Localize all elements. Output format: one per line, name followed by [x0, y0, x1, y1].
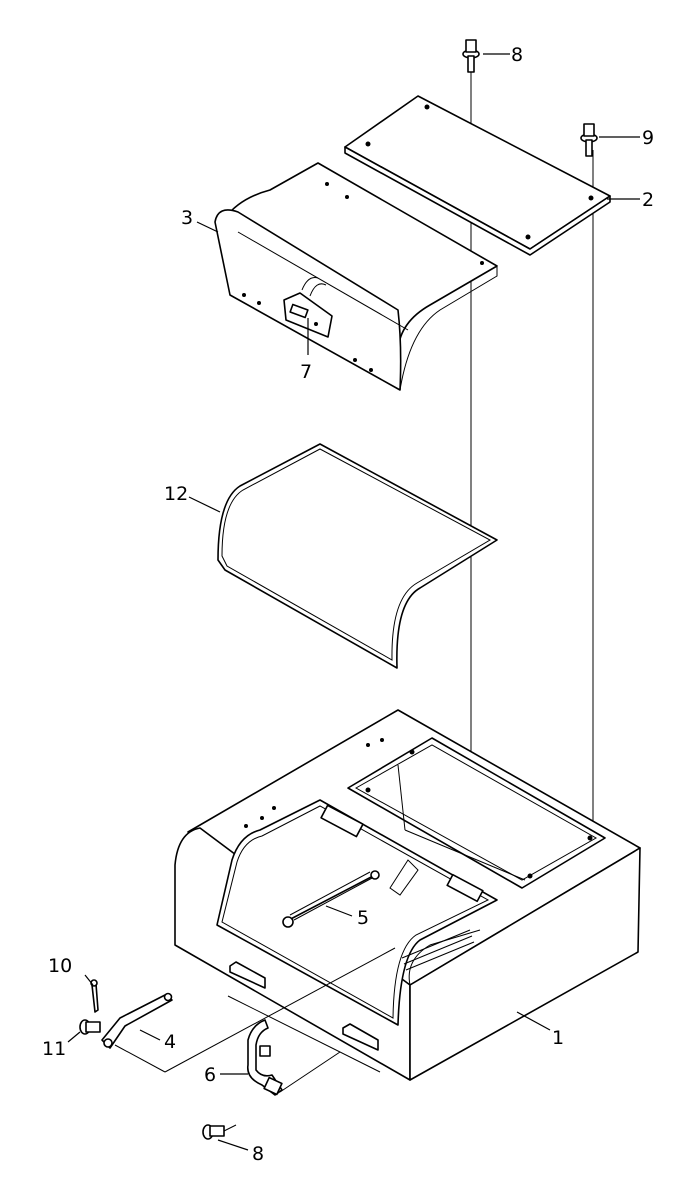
part-6-latch-hook	[246, 1019, 341, 1096]
part-10-pin	[90, 979, 99, 1013]
part-8-top-bolt	[462, 39, 480, 73]
callout-5: 5	[357, 907, 369, 929]
callout-labels: 8 9 2 3 7 12 5 10 1 4 11 6 8	[42, 44, 654, 1165]
callout-8-top: 8	[511, 44, 523, 66]
part-2-top-plate	[344, 95, 611, 256]
part-11-pivot-bolt	[79, 1019, 101, 1035]
callout-3: 3	[181, 207, 193, 229]
callout-2: 2	[642, 189, 654, 211]
part-7-latch	[283, 277, 333, 338]
part-9-bolt	[580, 123, 598, 157]
base-clips	[227, 961, 381, 1073]
callout-4: 4	[164, 1031, 176, 1053]
callout-10: 10	[48, 955, 72, 977]
callout-8-bottom: 8	[252, 1143, 264, 1165]
callout-11: 11	[42, 1038, 66, 1060]
callout-6: 6	[204, 1064, 216, 1086]
part-8-bottom-bolt	[202, 1124, 237, 1140]
part-1-base-box	[174, 709, 641, 1081]
part-4-hinge-arm	[101, 947, 396, 1073]
callout-12: 12	[164, 483, 188, 505]
callout-7: 7	[300, 361, 312, 383]
callout-leaders	[67, 53, 640, 1151]
callout-9: 9	[642, 127, 654, 149]
part-12-gasket	[217, 443, 498, 669]
callout-1: 1	[552, 1027, 564, 1049]
part-5-gas-strut	[282, 870, 380, 928]
